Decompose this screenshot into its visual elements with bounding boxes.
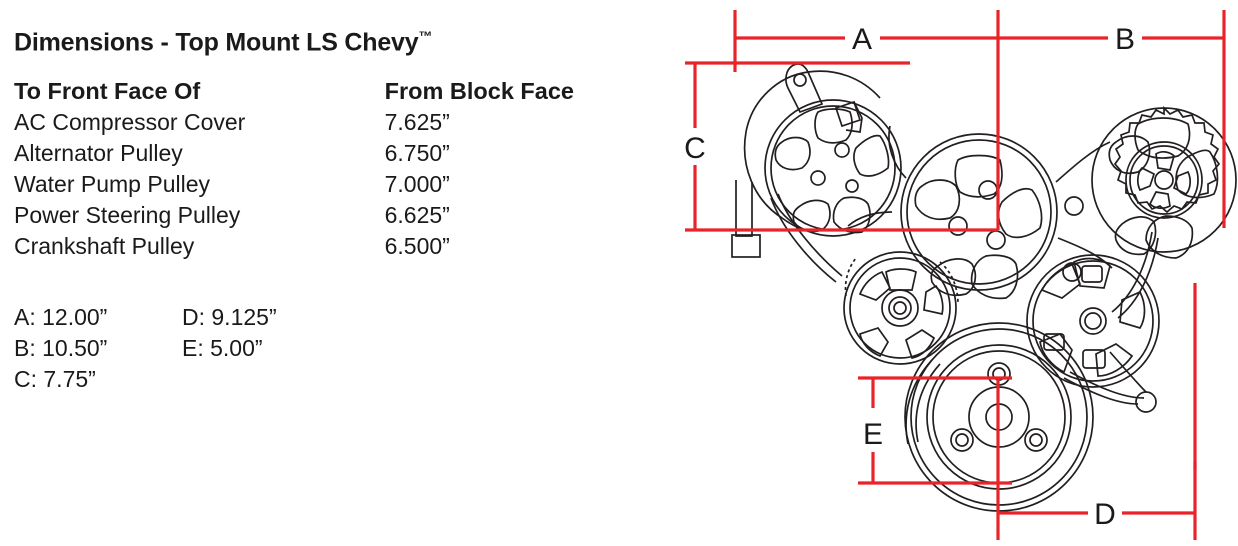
column-header-distance: From Block Face	[384, 78, 574, 104]
trademark-symbol: ™	[418, 28, 433, 44]
ac-clutch-pulley-faces	[1039, 257, 1146, 377]
component-name: Water Pump Pulley	[14, 171, 210, 197]
component-distance: 6.500”	[384, 233, 450, 259]
dimension-label-e: E	[863, 418, 883, 451]
dimension-key-row: B: 10.50” E: 5.00”	[14, 333, 277, 364]
dimension-label-d: D	[1094, 498, 1116, 531]
specifications-panel: Dimensions - Top Mount LS Chevy™ To Fron…	[14, 28, 574, 395]
page-title-text: Dimensions - Top Mount LS Chevy	[14, 28, 419, 57]
dimensions-table: To Front Face Of From Block Face AC Comp…	[14, 76, 574, 262]
column-header-component: To Front Face Of	[14, 78, 201, 104]
power-steering-pulley-spokes	[858, 268, 944, 359]
dimension-key-e: E: 5.00”	[182, 335, 263, 361]
dimension-key-c: C: 7.75”	[14, 366, 96, 392]
component-name: Alternator Pulley	[14, 140, 183, 166]
engine-accessory-drive-drawing: A B C E D	[640, 0, 1238, 546]
dimension-key: A: 12.00” D: 9.125” B: 10.50” E: 5.00” C…	[14, 302, 277, 395]
dimension-key-d: D: 9.125”	[182, 304, 277, 330]
component-name: Crankshaft Pulley	[14, 233, 195, 259]
bracket-outlines	[731, 63, 1237, 512]
dimension-key-b: B: 10.50”	[14, 335, 108, 361]
table-row: Power Steering Pulley 6.625”	[14, 200, 574, 231]
table-row: Water Pump Pulley 7.000”	[14, 169, 574, 200]
dimension-key-row: C: 7.75”	[14, 364, 277, 395]
alternator-pulley-spokes	[1136, 150, 1192, 210]
table-row: Alternator Pulley 6.750”	[14, 138, 574, 169]
dimension-label-b: B	[1115, 23, 1135, 56]
component-distance: 6.750”	[384, 140, 450, 166]
component-name: AC Compressor Cover	[14, 109, 246, 135]
dimension-key-a: A: 12.00”	[14, 304, 108, 330]
dimension-lines	[685, 10, 1226, 540]
dimension-label-a: A	[852, 23, 872, 56]
table-header-row: To Front Face Of From Block Face	[14, 76, 574, 107]
dimension-key-row: A: 12.00” D: 9.125”	[14, 302, 277, 333]
dimension-label-c: C	[684, 132, 706, 165]
water-pump-pulley-spokes	[914, 154, 1043, 300]
component-name: Power Steering Pulley	[14, 202, 241, 228]
table-row: AC Compressor Cover 7.625”	[14, 107, 574, 138]
table-row: Crankshaft Pulley 6.500”	[14, 231, 574, 262]
page-title: Dimensions - Top Mount LS Chevy™	[14, 28, 432, 57]
component-distance: 7.625”	[384, 109, 450, 135]
ac-pulley-spokes	[774, 108, 890, 234]
component-distance: 6.625”	[384, 202, 450, 228]
component-distance: 7.000”	[384, 171, 450, 197]
